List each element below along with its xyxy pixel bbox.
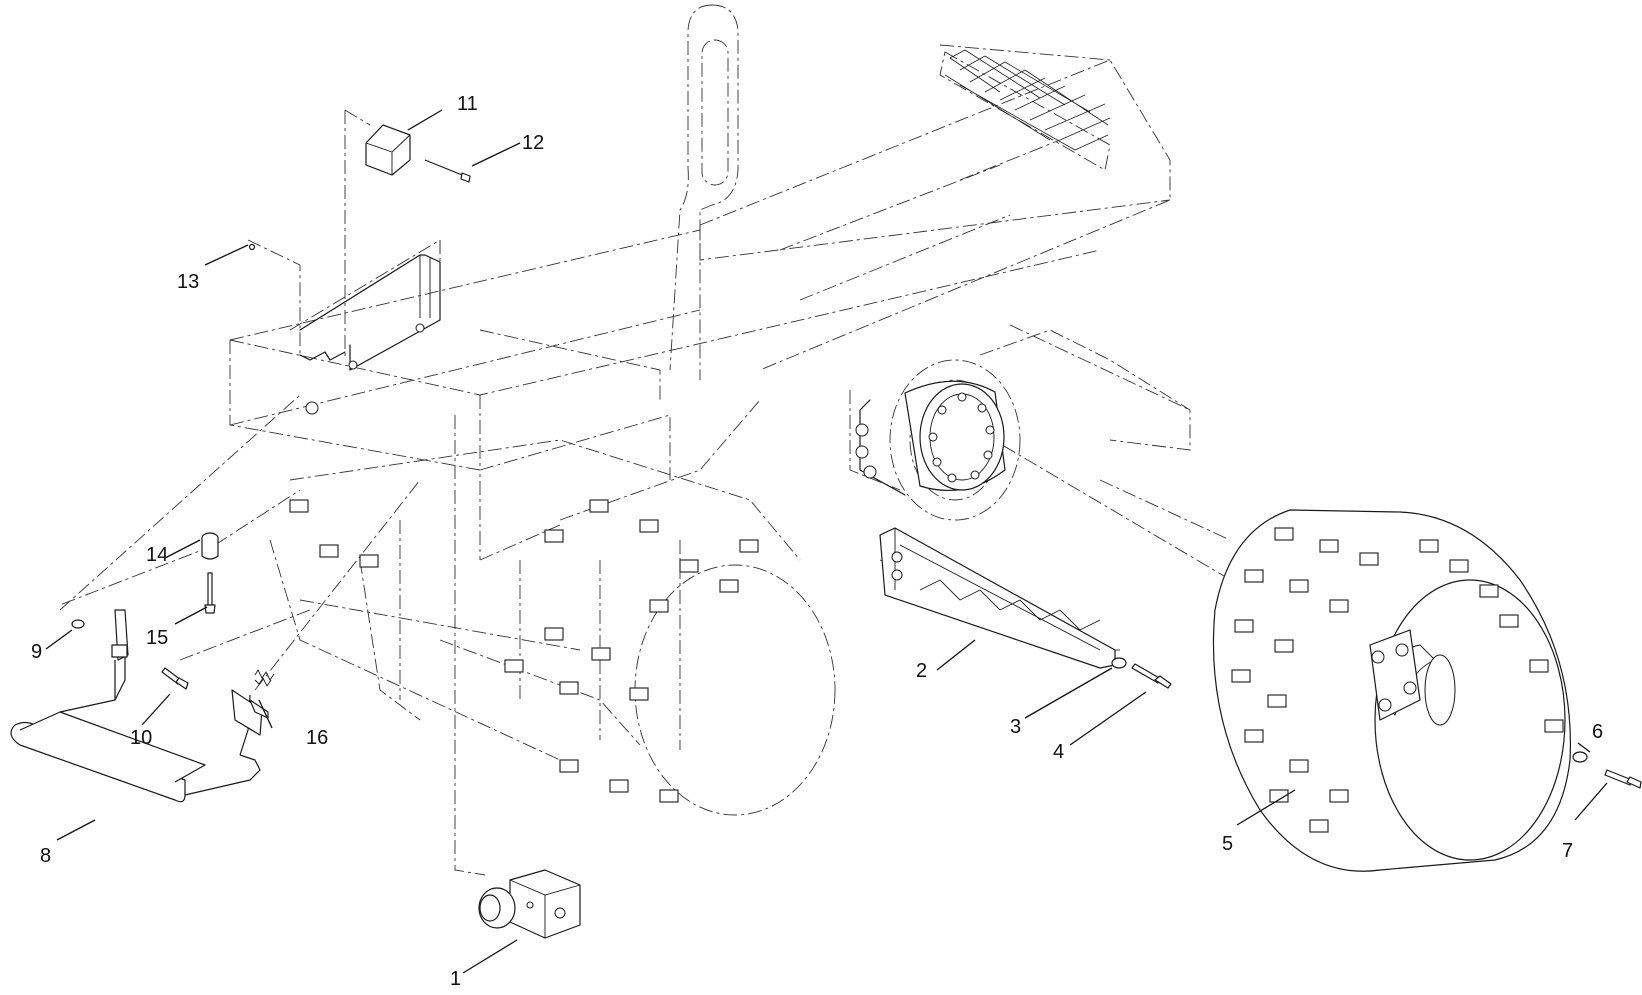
callout-16: 16 [306,727,328,749]
phantom-chassis-frame [229,4,1191,816]
callout-11: 11 [457,93,478,115]
callout-4: 4 [1053,741,1064,763]
bolt-7 [1604,769,1642,789]
relay-screw [424,159,471,183]
rubber-bumper [201,532,219,560]
bolt-10 [161,667,189,690]
relay-bracket [299,254,441,415]
callout-6: 6 [1592,721,1603,743]
screw-15 [204,572,216,614]
callout-7: 7 [1562,840,1573,862]
washer-3 [1111,657,1127,669]
front-drum [289,499,759,803]
bolt-4 [1131,663,1172,689]
drum-wheel-5 [1212,509,1572,872]
relay-box [365,124,411,176]
handle-bar [10,609,269,803]
callout-8: 8 [40,845,51,867]
valve-assembly [478,869,581,939]
spring-16 [254,669,275,687]
callout-3: 3 [1010,716,1021,738]
leader-lines [45,109,1608,974]
callout-labels: 11 12 13 14 15 9 10 16 8 1 2 3 4 5 6 7 [31,93,1603,990]
callout-10: 10 [130,727,152,749]
callout-5: 5 [1222,833,1233,855]
wheel-hub-motor [855,380,1006,496]
drum-scraper [879,527,1116,669]
small-nut [248,243,256,251]
callout-14: 14 [146,544,168,566]
washer-9 [71,619,85,629]
callout-12: 12 [522,132,544,154]
callout-13: 13 [177,271,199,293]
washer-6 [1572,751,1588,763]
step-mesh-pattern [944,49,1111,151]
callout-9: 9 [31,641,42,663]
callout-2: 2 [916,660,927,682]
callout-1: 1 [450,968,461,990]
callout-15: 15 [146,627,168,649]
